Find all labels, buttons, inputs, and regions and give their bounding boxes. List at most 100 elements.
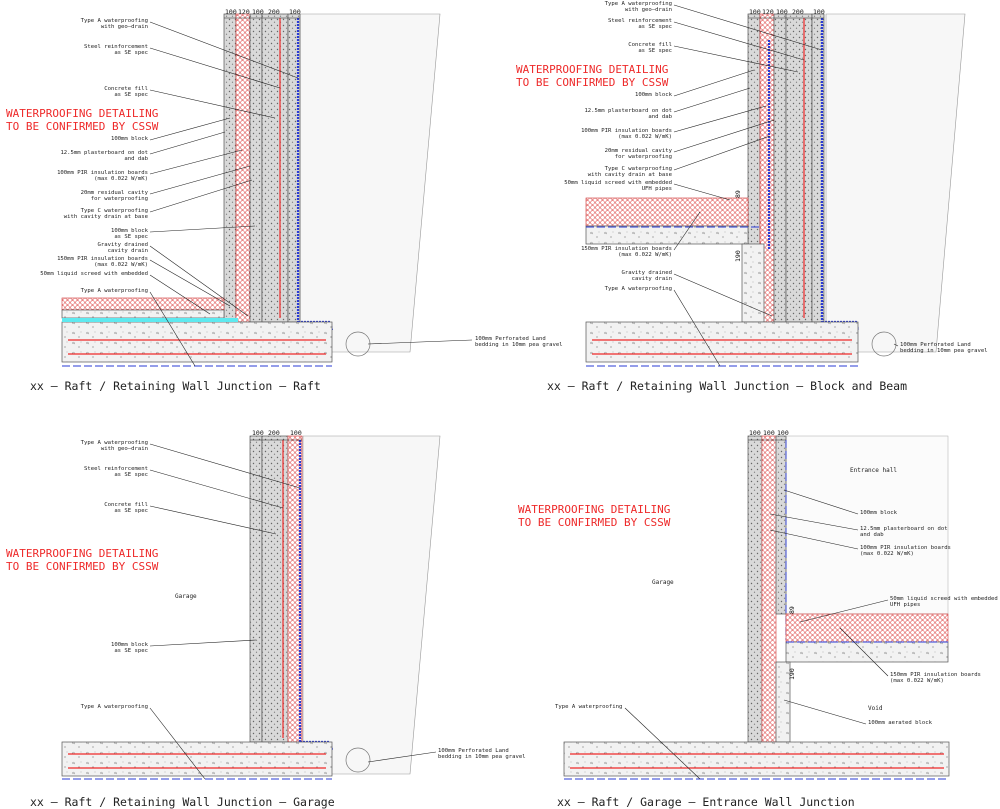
label-aerated-block: 100mm aerated block <box>868 720 933 726</box>
retained-soil <box>299 13 441 353</box>
label-type-a-base: Type A waterproofing <box>555 704 622 710</box>
dim-89: 89 <box>788 606 796 614</box>
label-liquid-screed: 50mm liquid screed with embedded <box>40 271 148 277</box>
dim-200: 200 <box>268 8 280 16</box>
leader-line <box>673 105 767 133</box>
hall-side-block <box>775 435 787 615</box>
leader-line <box>769 529 859 550</box>
leader-line <box>769 513 859 531</box>
label-type-a-base: Type A waterproofing <box>81 704 148 710</box>
dim-200: 200 <box>268 429 280 437</box>
concrete-fill-wall <box>785 13 813 323</box>
dim-100-c: 100 <box>813 8 825 16</box>
dim-120: 120 <box>238 8 250 16</box>
waterproofing-warning: TO BE CONFIRMED BY CSSW <box>6 120 159 133</box>
leader-line <box>149 47 281 89</box>
raft-slab <box>563 741 950 777</box>
leader-line <box>673 135 771 171</box>
label-100mm-block: 100mm block <box>635 92 673 98</box>
panel-entrance: 100 100 100 89 190 WATERPROOFING DETAILI… <box>518 429 998 809</box>
leader-line <box>673 4 823 51</box>
raft-slab <box>61 321 333 363</box>
void-block <box>741 243 765 323</box>
label-100mm-block: 100mm block <box>111 136 149 142</box>
leader-line <box>673 45 799 73</box>
leader-line <box>149 259 231 307</box>
dim-100-b: 100 <box>776 8 788 16</box>
floor-insulation <box>61 297 225 311</box>
leader-line <box>149 21 299 79</box>
leader-line <box>149 179 253 213</box>
leader-line <box>624 707 701 780</box>
label-floor-pir: 150mm PIR insulation boards(max 0.022 W/… <box>890 672 981 684</box>
beam-and-block-floor <box>785 641 949 663</box>
label-pir-insulation: 100mm PIR insulation boards(max 0.022 W/… <box>581 128 672 140</box>
room-label-garage: Garage <box>652 579 674 586</box>
dim-100-a: 100 <box>252 429 264 437</box>
beam-and-block-floor <box>585 225 749 245</box>
leader-line <box>783 489 859 515</box>
panel-garage: 100 200 100 WATERPROOFING DETAILING TO B… <box>6 429 526 809</box>
leader-line <box>149 89 276 119</box>
leader-line <box>149 274 211 315</box>
waterproofing-warning: TO BE CONFIRMED BY CSSW <box>518 516 671 529</box>
label-100mm-block: 100mm block <box>860 510 898 516</box>
dim-100-b: 100 <box>252 8 264 16</box>
retained-soil <box>302 435 441 775</box>
leader-line <box>149 165 251 195</box>
land-drain-pipe <box>871 331 897 357</box>
dim-190: 190 <box>734 250 742 262</box>
leader-line <box>149 707 206 780</box>
label-type-a-base: Type A waterproofing <box>81 288 148 294</box>
leader-line <box>149 469 284 509</box>
leader-line <box>149 443 301 489</box>
leader-line <box>893 343 899 347</box>
leader-line <box>149 639 257 647</box>
waterproofing-warning: WATERPROOFING DETAILING <box>6 107 158 120</box>
panel-block-beam: 100 120 100 200 100 89 190 WATERPROOFING… <box>516 1 988 393</box>
label-pir-insulation: 100mm PIR insulation boards(max 0.022 W/… <box>57 170 148 182</box>
leader-line <box>799 599 889 623</box>
panel-title-entrance: xx – Raft / Garage – Entrance Wall Junct… <box>557 795 855 809</box>
dim-200: 200 <box>792 8 804 16</box>
waterproofing-warning: WATERPROOFING DETAILING <box>516 63 668 76</box>
type-c-membrane <box>62 318 238 322</box>
waterproofing-warning: WATERPROOFING DETAILING <box>6 547 158 560</box>
leader-line <box>367 339 473 345</box>
panel-title-garage: xx – Raft / Retaining Wall Junction – Ga… <box>30 795 335 809</box>
land-drain-pipe <box>345 747 371 773</box>
leader-line <box>783 699 867 725</box>
waterproofing-warning: TO BE CONFIRMED BY CSSW <box>516 76 669 89</box>
leader-line <box>149 225 256 233</box>
room-label-void: Void <box>868 705 883 712</box>
inner-block-leaf <box>249 435 263 743</box>
raft-slab <box>61 741 333 777</box>
concrete-fill-wall <box>261 435 289 743</box>
dim-100-b: 100 <box>763 429 775 437</box>
leader-line <box>673 211 701 251</box>
room-label-garage: Garage <box>175 593 197 600</box>
concrete-fill-wall <box>261 13 289 323</box>
dim-100-a: 100 <box>749 429 761 437</box>
dim-120: 120 <box>762 8 774 16</box>
floor-insulation <box>585 197 749 227</box>
dim-100-a: 100 <box>749 8 761 16</box>
panel-title-block-beam: xx – Raft / Retaining Wall Junction – Bl… <box>547 379 907 393</box>
label-floor-pir: 150mm PIR insulation boards(max 0.022 W/… <box>581 246 672 258</box>
